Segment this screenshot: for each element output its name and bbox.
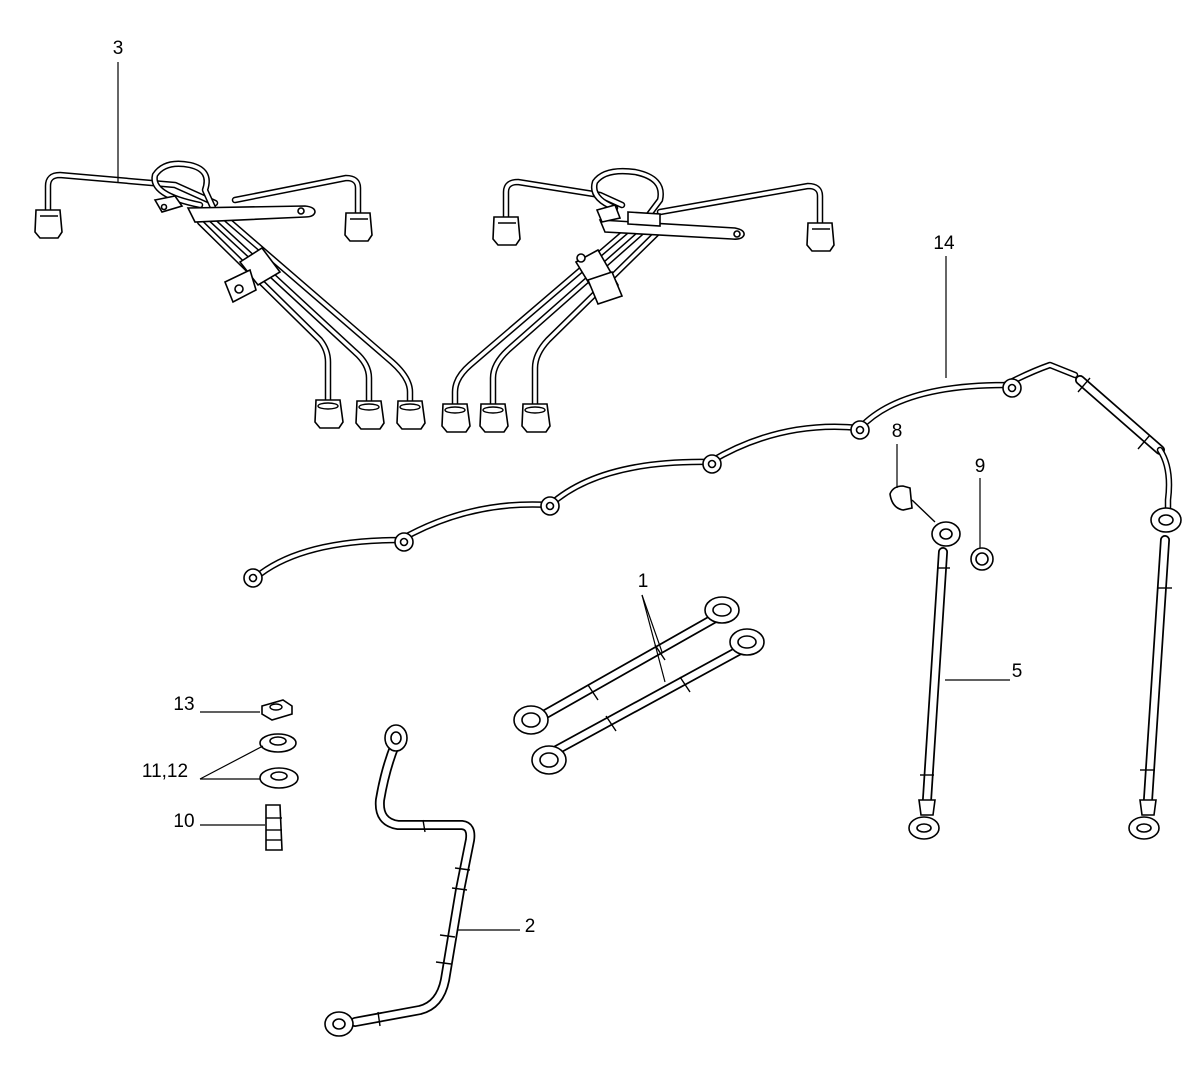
callout-14: 14: [933, 233, 955, 254]
callout-11-12: 11,12: [142, 761, 188, 782]
fuel-hose-2: [324, 724, 476, 1037]
callout-10: 10: [173, 811, 194, 832]
callout-8: 8: [892, 421, 903, 442]
fuel-hose-pair-1: [513, 596, 765, 775]
fuel-hose-5: [889, 485, 961, 840]
leak-off-line: [243, 361, 1173, 588]
callout-9: 9: [975, 456, 986, 477]
injection-pipe-set-left: [34, 160, 426, 430]
fuel-hose-right: [1128, 507, 1182, 840]
nut-13: [261, 699, 293, 721]
leader-lines: [117, 62, 1010, 931]
sealing-washer-9: [970, 547, 994, 571]
injection-pipe-set-right: [441, 167, 835, 433]
washer-12: [259, 767, 299, 789]
callout-13: 13: [173, 694, 194, 715]
washer-11: [259, 733, 297, 753]
stud-10: [265, 804, 283, 851]
callout-3: 3: [113, 38, 124, 59]
callout-2: 2: [525, 916, 536, 937]
callout-1: 1: [638, 571, 649, 592]
callout-5: 5: [1012, 661, 1023, 682]
